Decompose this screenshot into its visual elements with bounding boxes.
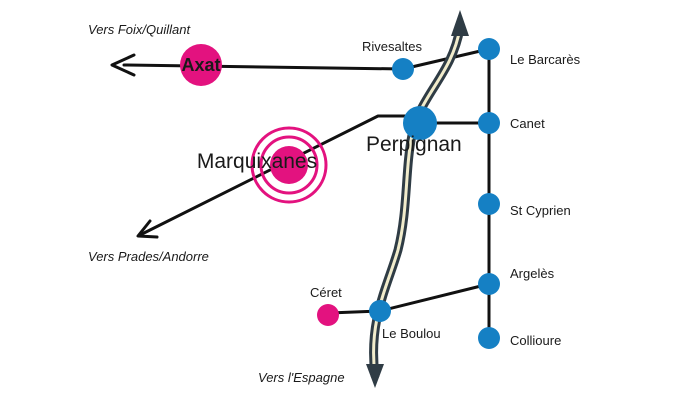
label-argeles: Argelès [510, 266, 555, 281]
label-le-boulou: Le Boulou [382, 326, 441, 341]
arrow-icon [136, 219, 159, 239]
arrow-icon [366, 364, 384, 388]
direction-prades: Vers Prades/Andorre [88, 249, 209, 264]
highlight-axat [180, 44, 222, 86]
label-ceret: Céret [310, 285, 342, 300]
label-canet: Canet [510, 116, 545, 131]
direction-foix: Vers Foix/Quillant [88, 22, 191, 37]
label-axat: Axat [181, 55, 220, 75]
station-dot-icon [478, 112, 500, 134]
labels: Vers Foix/Quillant Vers Prades/Andorre V… [88, 22, 581, 385]
station-dot-icon [478, 273, 500, 295]
highlight-dot-icon [180, 44, 222, 86]
station-dot-icon [478, 193, 500, 215]
highlight-dot-icon [270, 146, 308, 184]
station-dot-icon [392, 58, 414, 80]
label-perpignan: Perpignan [366, 133, 462, 156]
stations [369, 38, 500, 349]
label-marquixanes: Marquixanes [197, 150, 317, 173]
town-dot-ceret [317, 304, 339, 326]
label-rivesaltes: Rivesaltes [362, 39, 422, 54]
station-dot-icon [403, 106, 437, 140]
highway-outline [369, 23, 465, 380]
highlight-ring-icon [259, 135, 319, 195]
highway [369, 23, 465, 380]
highway-core [372, 26, 462, 377]
highlight-ring-icon [250, 126, 328, 204]
label-le-barcares: Le Barcarès [510, 52, 581, 67]
road-boulou-argeles [378, 282, 491, 313]
station-dot-icon [369, 300, 391, 322]
arrows [110, 10, 469, 388]
arrow-icon [110, 53, 136, 77]
label-collioure: Collioure [510, 333, 561, 348]
highlight-marquixanes [250, 126, 328, 204]
arrow-icon [451, 10, 469, 36]
station-dot-icon [478, 38, 500, 60]
label-st-cyprien: St Cyprien [510, 203, 571, 218]
road-axat-rivesaltes [122, 63, 405, 71]
direction-espagne: Vers l'Espagne [258, 370, 345, 385]
station-dot-icon [478, 327, 500, 349]
